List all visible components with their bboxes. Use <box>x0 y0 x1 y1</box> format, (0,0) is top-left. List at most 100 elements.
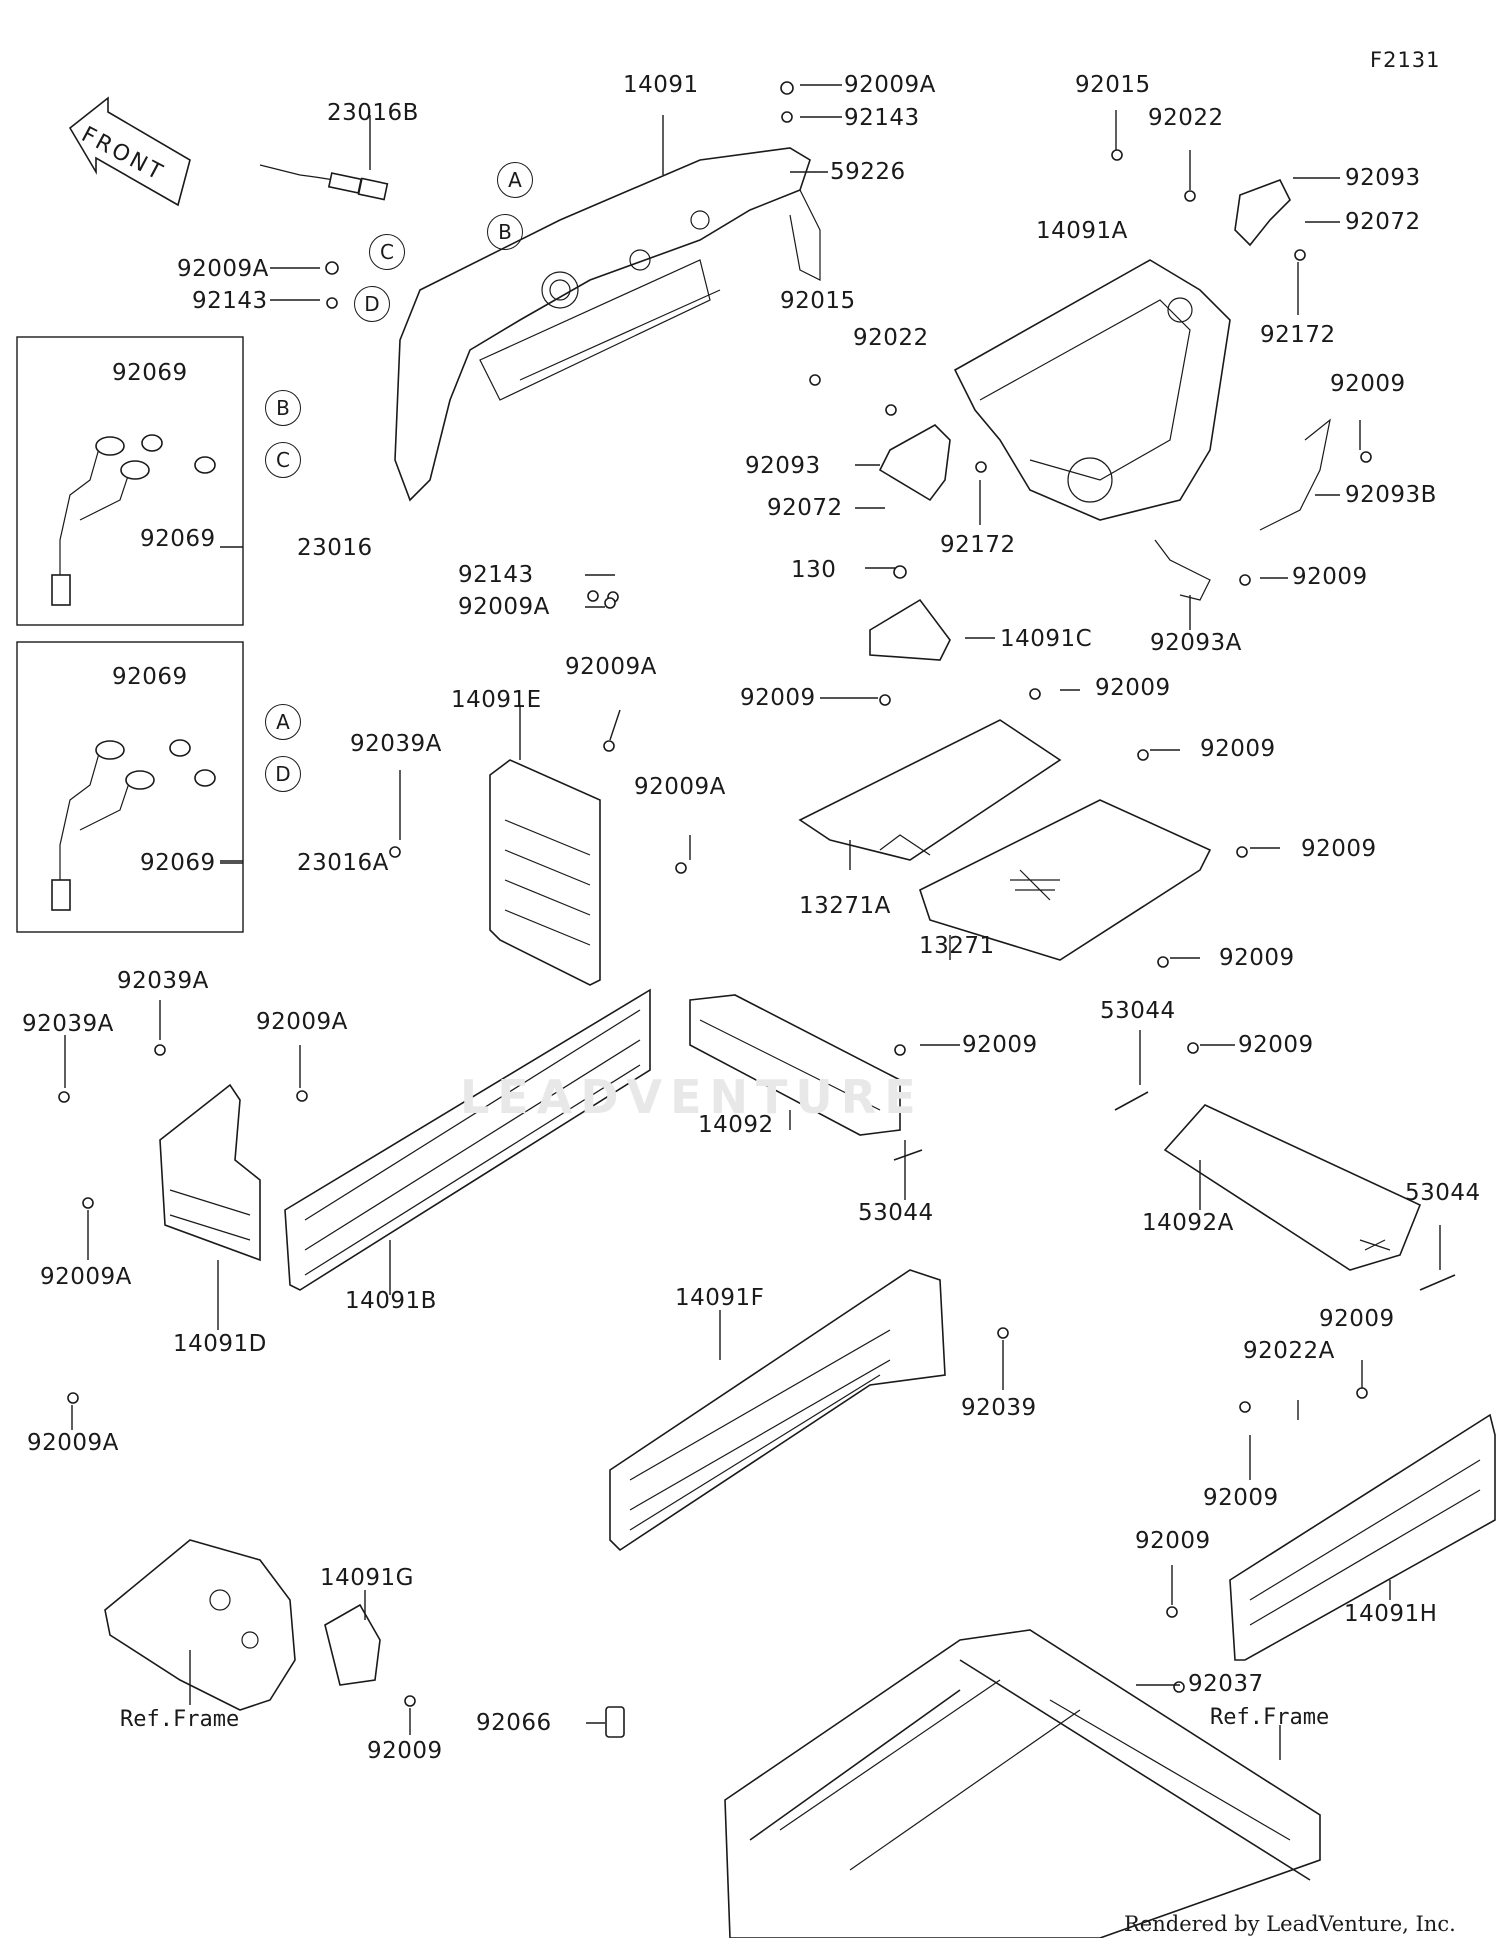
floor-panel-13271-part <box>919 799 1212 961</box>
callout-d-top: D <box>354 286 390 322</box>
part-label: 14091F <box>675 1285 765 1311</box>
part-label: 59226 <box>830 159 906 185</box>
pin-53044-c-part <box>1419 1274 1456 1291</box>
callout-c-top: C <box>369 234 405 270</box>
fastener-icons <box>58 81 1372 1707</box>
pin-53044-b-part <box>893 1149 923 1161</box>
callout-d-box: D <box>265 756 301 792</box>
part-label: 92009A <box>565 654 657 680</box>
part-label: 14091E <box>451 687 542 713</box>
callout-b-box: B <box>265 390 301 426</box>
part-label: 92009 <box>1135 1528 1211 1554</box>
part-label: 53044 <box>858 1200 934 1226</box>
part-label: 92143 <box>844 105 920 131</box>
part-label: 92037 <box>1188 1671 1264 1697</box>
part-label: 92009 <box>1219 945 1295 971</box>
part-label: 23016 <box>297 535 373 561</box>
cover-14091c-part <box>869 598 951 661</box>
part-label: 92009A <box>40 1264 132 1290</box>
bracket-92093b-part <box>1259 418 1331 531</box>
part-label: 14091C <box>1000 626 1093 652</box>
side-panel-14091e-part <box>489 759 601 986</box>
part-label: 23016B <box>327 100 419 126</box>
harness-23016a-part <box>51 739 216 911</box>
side-panel-14091f-part <box>609 1269 946 1552</box>
part-label: 13271 <box>919 933 995 959</box>
side-panel-14091d-part <box>159 1083 261 1262</box>
part-label: 92009 <box>1095 675 1171 701</box>
side-panel-14091h-part <box>1229 1413 1496 1661</box>
part-label: 92022 <box>1148 105 1224 131</box>
ref-frame-label-left: Ref.Frame <box>120 1707 240 1732</box>
panel-14092a-part <box>1163 1104 1422 1271</box>
bracket-92093a-part <box>1154 539 1211 601</box>
harness-23016-part <box>51 434 216 606</box>
part-label: 53044 <box>1100 998 1176 1024</box>
figure-code: F2131 <box>1370 48 1441 72</box>
part-label: 92022 <box>853 325 929 351</box>
part-label: 92009 <box>1319 1306 1395 1332</box>
part-label: 92009 <box>1301 836 1377 862</box>
part-label: 92015 <box>1075 72 1151 98</box>
part-label: 92039A <box>22 1011 114 1037</box>
part-label: 92009A <box>256 1009 348 1035</box>
ref-frame-label-right: Ref.Frame <box>1210 1705 1330 1730</box>
part-label: 14092A <box>1142 1210 1234 1236</box>
frame-fragment-left-part <box>104 1539 296 1711</box>
part-label: 92039A <box>117 968 209 994</box>
part-label: 92069 <box>140 850 216 876</box>
part-label: 92009 <box>1292 564 1368 590</box>
part-label: 92039A <box>350 731 442 757</box>
part-label: 14091G <box>320 1565 414 1591</box>
watermark: LEADVENTURE <box>460 1070 924 1124</box>
wiring-harness-23016b-part <box>259 164 389 201</box>
harness-box-23016a <box>16 641 244 933</box>
part-label: 92009A <box>177 256 269 282</box>
part-label: 14091A <box>1036 218 1128 244</box>
callout-a-box: A <box>265 704 301 740</box>
part-label: 92009A <box>458 594 550 620</box>
front-arrow-icon <box>68 96 191 207</box>
callout-c-box: C <box>265 442 301 478</box>
part-label: 92143 <box>458 562 534 588</box>
clip-92066-part <box>605 1706 625 1738</box>
dashboard-panel-part <box>394 147 821 502</box>
part-label: 130 <box>791 557 837 583</box>
part-label: 92093B <box>1345 482 1437 508</box>
part-label: 92009 <box>1203 1485 1279 1511</box>
part-label: 92009A <box>634 774 726 800</box>
bracket-92093-lower-part <box>878 424 951 502</box>
floor-panel-13271a-part <box>798 719 1062 861</box>
part-label: 53044 <box>1405 1180 1481 1206</box>
pin-53044-a-part <box>1114 1091 1149 1111</box>
callout-a-top: A <box>497 162 533 198</box>
part-label: 92172 <box>1260 322 1336 348</box>
part-label: 92009 <box>1330 371 1406 397</box>
part-label: 92069 <box>112 360 188 386</box>
part-label: 23016A <box>297 850 389 876</box>
part-label: 92143 <box>192 288 268 314</box>
part-label: 92009 <box>1238 1032 1314 1058</box>
part-label: 14091B <box>345 1288 437 1314</box>
part-label: 92009A <box>844 72 936 98</box>
part-label: 13271A <box>799 893 891 919</box>
part-label: 92072 <box>767 495 843 521</box>
part-label: 92009 <box>1200 736 1276 762</box>
part-label: 92039 <box>961 1395 1037 1421</box>
frame-fragment-right-part <box>724 1629 1321 1938</box>
part-label: 92009A <box>27 1430 119 1456</box>
part-label: 92009 <box>962 1032 1038 1058</box>
part-label: 92022A <box>1243 1338 1335 1364</box>
part-label: 14092 <box>698 1112 774 1138</box>
part-label: 92093A <box>1150 630 1242 656</box>
part-label: 92072 <box>1345 209 1421 235</box>
part-label: 92172 <box>940 532 1016 558</box>
part-label: 14091D <box>173 1331 267 1357</box>
part-label: 92093 <box>745 453 821 479</box>
harness-box-23016 <box>16 336 244 626</box>
bracket-14091g-part <box>324 1603 381 1686</box>
part-label: 14091H <box>1344 1601 1438 1627</box>
part-label: 92066 <box>476 1710 552 1736</box>
